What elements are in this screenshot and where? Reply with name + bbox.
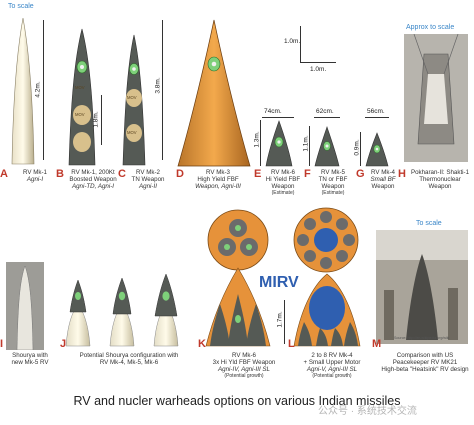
rv-mk4-mirv-side-view xyxy=(293,273,361,347)
dim-4-2m: 4.2m. xyxy=(34,81,42,98)
dim-1-7m: 1.7m. xyxy=(276,311,284,328)
c-upper-mov: MOV xyxy=(127,95,137,100)
dim-62cm: 62cm. xyxy=(316,108,334,115)
pokharan-shakti-photo xyxy=(404,34,468,162)
m-source-note: Source: http://en.wikipedia.org/wiki xyxy=(394,336,450,340)
b-upper-mov: MOV xyxy=(75,85,85,90)
dim-1-1m: 1.1m. xyxy=(302,135,310,152)
dim-1-3m: 1.3m. xyxy=(253,131,261,148)
dim-line-1-8m xyxy=(101,95,102,145)
scale-1m-horizontal: 1.0m. xyxy=(310,66,327,73)
approx-scale-note: Approx to scale xyxy=(406,24,455,31)
figure-caption: RV and nucler warheads options on variou… xyxy=(73,394,401,408)
dim-74cm: 74cm. xyxy=(264,108,282,115)
to-scale-note: To scale xyxy=(8,3,34,10)
dim-line-3-8m xyxy=(162,20,163,160)
b-lower-mov: MOV xyxy=(75,112,85,117)
scale-1m-vertical: 1.0m. xyxy=(284,38,301,45)
scale-bar-vertical xyxy=(300,26,301,62)
watermark: 公众号 · 系统技术交流 xyxy=(318,406,417,417)
rv-mk1-photo xyxy=(11,17,35,165)
rv-mk3-drawing xyxy=(177,19,251,167)
dim-line-4-2m xyxy=(43,20,44,160)
rv-mk5-drawing xyxy=(314,126,340,167)
rv-mk6-mirv-top-view xyxy=(207,209,269,271)
dim-3-8m: 3.8m. xyxy=(154,77,162,94)
dim-56cm: 56cm. xyxy=(367,108,385,115)
bottom-to-scale-note: To scale xyxy=(416,220,442,227)
rv-mk6-mirv-side-view xyxy=(205,267,271,347)
rv-mk2-drawing xyxy=(122,34,146,166)
dim-0-9m: 0.9m. xyxy=(353,139,361,156)
rv-mk4-mirv-top-view xyxy=(293,207,359,273)
dim-1-8m: 1.8m. xyxy=(92,111,100,128)
mirv-label: MIRV xyxy=(259,274,299,291)
rv-mk4-drawing xyxy=(365,132,389,167)
rv-mk1-200kt-drawing xyxy=(68,28,96,166)
rv-mk6-drawing xyxy=(265,120,293,167)
shourya-config-drawing xyxy=(65,273,179,347)
shourya-photo xyxy=(6,262,44,350)
c-lower-mov: MOV xyxy=(127,130,137,135)
peacekeeper-photo xyxy=(376,230,468,344)
scale-bar-horizontal xyxy=(300,62,336,63)
